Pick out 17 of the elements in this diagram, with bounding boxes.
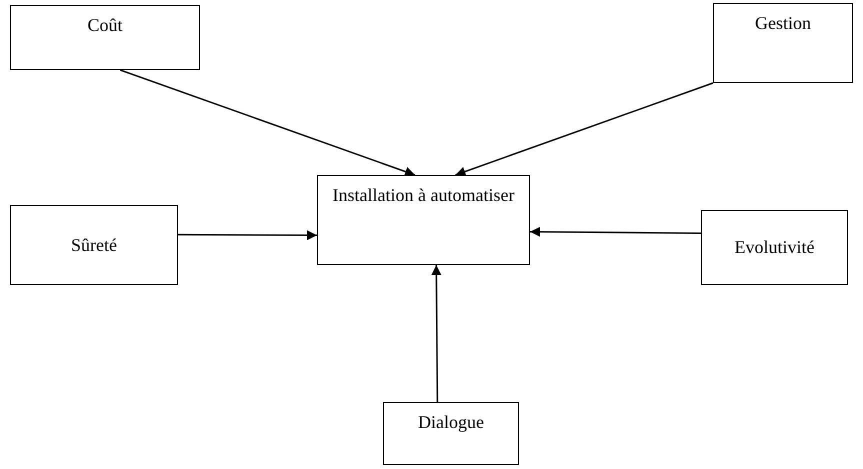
node-label: Coût <box>86 14 124 36</box>
text-box <box>713 3 853 83</box>
arrow <box>178 230 317 240</box>
arrow <box>120 69 416 176</box>
node-label: Dialogue <box>417 411 485 434</box>
text-box <box>10 5 200 70</box>
arrow <box>431 265 442 402</box>
arrow <box>455 82 714 176</box>
node-label: Evolutivité <box>734 236 816 259</box>
node-label: Installation à automatiser <box>332 184 516 206</box>
node-label: Sûreté <box>70 234 118 256</box>
text-box <box>701 210 848 285</box>
text-box <box>383 402 519 465</box>
text-box <box>317 175 530 265</box>
arrow <box>530 226 701 237</box>
text-box <box>10 205 178 285</box>
node-label: Gestion <box>754 12 812 34</box>
